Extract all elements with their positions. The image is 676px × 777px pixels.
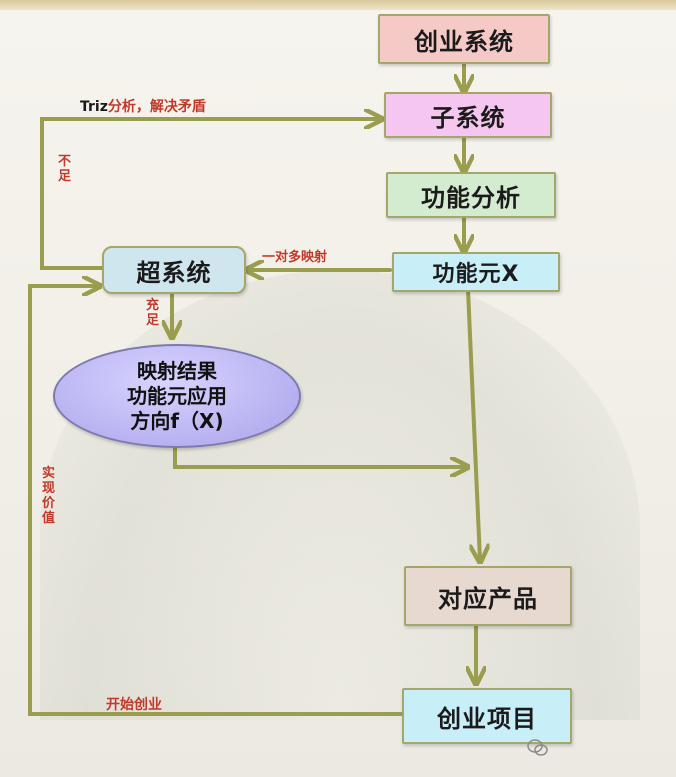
top-border xyxy=(0,0,676,10)
node-subsystem-label: 子系统 xyxy=(430,103,506,132)
node-project: 创业项目 xyxy=(402,688,572,744)
node-supersystem-label: 超系统 xyxy=(136,258,212,287)
label-sufficient: 充足 xyxy=(146,298,160,328)
node-function-analysis: 功能分析 xyxy=(386,172,556,218)
node-chuangye-system-label: 创业系统 xyxy=(414,27,514,56)
arrow-mapping-to-main xyxy=(173,442,466,467)
node-subsystem: 子系统 xyxy=(384,92,552,138)
node-chuangye-system: 创业系统 xyxy=(378,14,550,64)
node-function-analysis-label: 功能分析 xyxy=(421,183,521,212)
mapping-result-line-1: 映射结果 xyxy=(137,358,217,383)
label-insufficient: 不足 xyxy=(58,154,72,184)
label-triz-prefix: Triz xyxy=(80,99,108,115)
arrow-start-business-loop xyxy=(28,286,404,716)
mapping-result-line-3: 方向f（X) xyxy=(130,408,224,433)
arrow-element-to-product xyxy=(466,288,480,560)
label-start-business: 开始创业 xyxy=(106,697,162,713)
node-supersystem: 超系统 xyxy=(102,246,246,294)
label-one-to-many: 一对多映射 xyxy=(262,250,328,265)
arrow-insufficient-loop xyxy=(40,119,380,270)
label-realize-value: 实现价值 xyxy=(42,466,56,526)
label-triz: Triz分析，解决矛盾 xyxy=(80,96,206,116)
node-project-label: 创业项目 xyxy=(437,704,537,733)
node-product-label: 对应产品 xyxy=(438,584,538,613)
node-function-element-label: 功能元X xyxy=(432,262,520,287)
wechat-icon xyxy=(527,739,548,756)
mapping-result-line-2: 功能元应用 xyxy=(127,383,227,408)
node-mapping-result: 映射结果 功能元应用 方向f（X) xyxy=(53,344,301,448)
node-function-element: 功能元X xyxy=(392,252,560,292)
background-fan xyxy=(40,270,640,720)
node-product: 对应产品 xyxy=(404,566,572,626)
label-triz-rest: 分析，解决矛盾 xyxy=(107,99,206,115)
